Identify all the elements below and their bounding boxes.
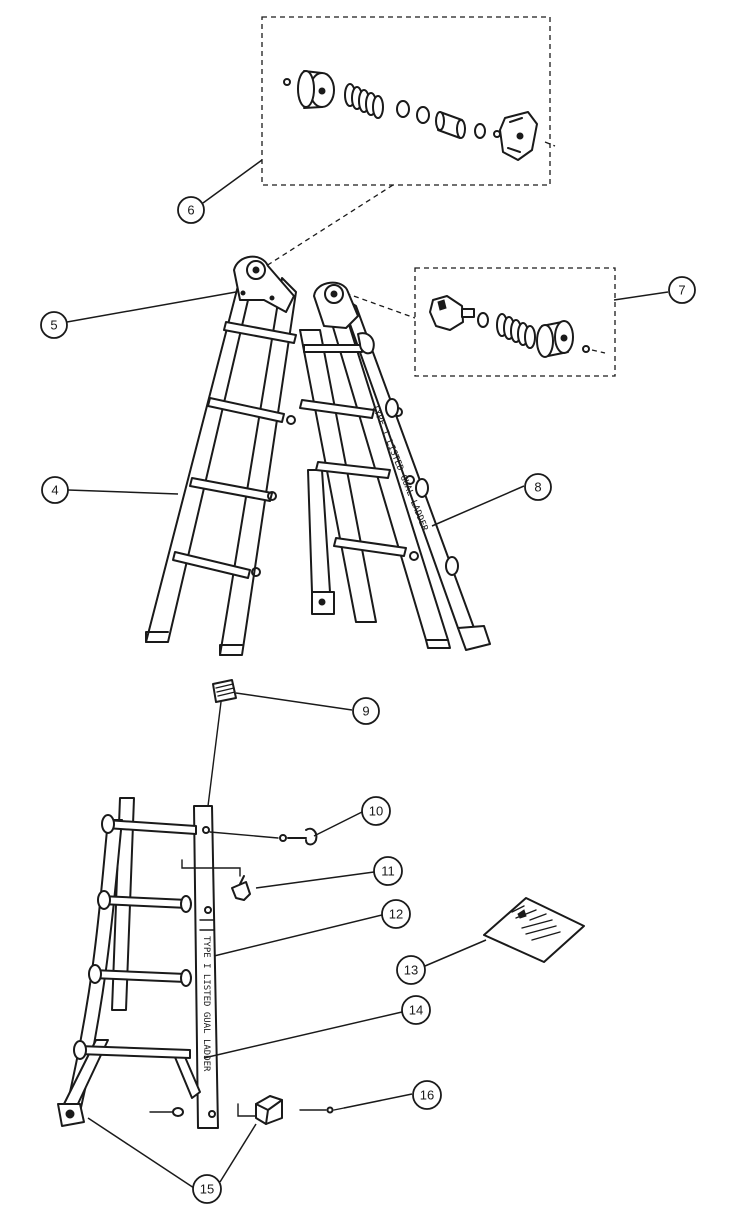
callout-6: 6 <box>177 196 205 224</box>
callout-4-label: 4 <box>51 483 58 498</box>
spring-6 <box>344 83 384 119</box>
ring-7 <box>477 312 489 328</box>
upper-ladder-rear-section: TYPE I LISTED GUAL LADDER <box>299 281 491 651</box>
callout-10-label: 10 <box>369 804 383 819</box>
front-rungs <box>172 321 297 579</box>
clip-11 <box>231 875 251 901</box>
sleeve-6 <box>435 111 466 139</box>
callout-14-label: 14 <box>409 1003 423 1018</box>
hinge-detail-box-7 <box>414 267 616 377</box>
washer-6a <box>396 100 410 118</box>
callout-16: 16 <box>412 1080 442 1110</box>
hub-cylinder-7 <box>536 320 574 358</box>
callout-10: 10 <box>361 796 391 826</box>
hinge-rear <box>313 281 375 355</box>
callout-12: 12 <box>381 899 411 929</box>
upper-ladder-front-section <box>145 255 297 656</box>
hinge-5 <box>233 255 295 313</box>
lower-rail-label: TYPE I LISTED GUAL LADDER <box>201 936 211 1072</box>
leader-lines <box>66 159 669 1189</box>
callout-4: 4 <box>41 476 69 504</box>
lower-ladder-section: TYPE I LISTED GUAL LADDER <box>57 797 219 1129</box>
detail-link-6 <box>262 184 394 269</box>
hinge-detail-box-6 <box>261 16 556 186</box>
lock-cam-7 <box>429 295 475 331</box>
callout-5-label: 5 <box>50 318 57 333</box>
callout-12-label: 12 <box>389 907 403 922</box>
lock-cam-6 <box>499 111 538 161</box>
foot-pad-16 <box>149 1095 345 1125</box>
callout-5: 5 <box>40 311 68 339</box>
guide-line-11 <box>181 859 241 877</box>
callout-15: 15 <box>192 1174 222 1204</box>
lower-front-rail <box>193 805 219 1129</box>
callout-9: 9 <box>352 697 380 725</box>
instruction-sheet-13 <box>483 897 585 963</box>
callout-11: 11 <box>373 856 403 886</box>
callout-8: 8 <box>524 473 552 501</box>
callout-13: 13 <box>396 955 426 985</box>
callout-6-label: 6 <box>187 203 194 218</box>
callout-8-label: 8 <box>534 480 541 495</box>
washer-6b <box>416 106 430 124</box>
hinge-pin-7 <box>582 345 590 353</box>
ring-6 <box>474 123 486 139</box>
callout-7-label: 7 <box>678 283 685 298</box>
callout-14: 14 <box>401 995 431 1025</box>
callout-9-label: 9 <box>362 704 369 719</box>
callout-15-label: 15 <box>200 1182 214 1197</box>
hub-cylinder-6 <box>297 70 335 109</box>
spring-7 <box>496 313 536 349</box>
detail-box-7 <box>414 267 616 377</box>
hook-pin-10 <box>209 827 318 846</box>
lower-rungs <box>73 814 197 1060</box>
pin-6b <box>493 130 501 138</box>
rear-rungs <box>299 344 407 557</box>
callout-7: 7 <box>668 276 696 304</box>
callout-13-label: 13 <box>404 963 418 978</box>
rear-foot-b <box>457 625 491 651</box>
detail-box-6 <box>261 16 551 186</box>
foot-15 <box>57 1103 85 1127</box>
callout-16-label: 16 <box>420 1088 434 1103</box>
front-right-rail <box>219 277 297 656</box>
callout-11-label: 11 <box>381 864 395 879</box>
hinge-pin-6 <box>283 78 291 86</box>
